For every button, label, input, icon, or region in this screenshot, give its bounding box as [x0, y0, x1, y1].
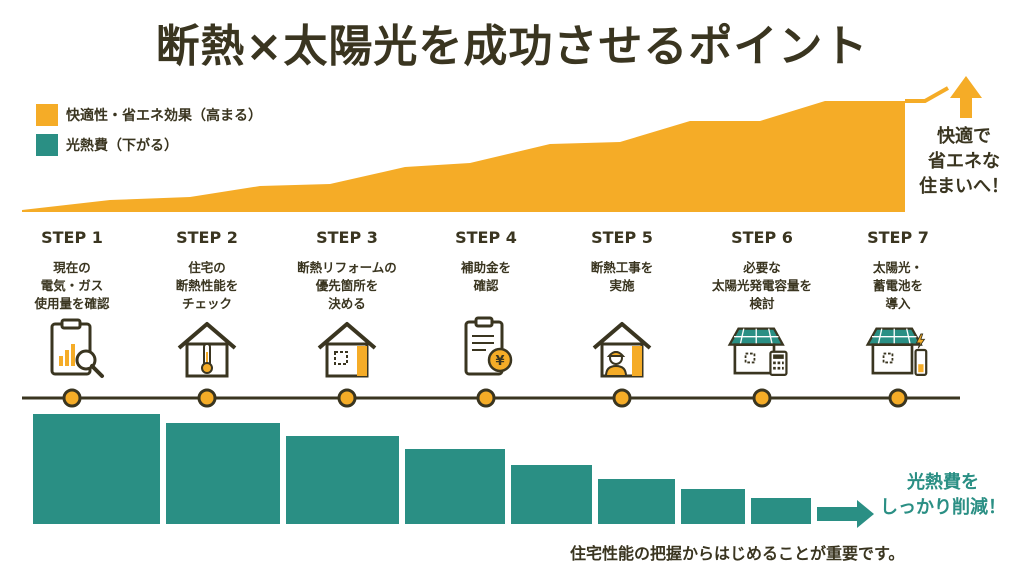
- clipboard-chart-icon: [50, 318, 104, 378]
- step-text: 太陽光・ 蓄電池を 導入: [872, 260, 923, 311]
- timeline-dot-4: [476, 388, 496, 408]
- cost-block-8: [751, 498, 811, 524]
- step-6: STEP 6 必要な 太陽光発電容量を 検討: [702, 228, 822, 313]
- house-insulation-icon: [317, 322, 377, 378]
- comfort-area: [22, 101, 905, 212]
- step-number: STEP 3: [316, 228, 378, 247]
- cost-message: 光熱費を しっかり削減！: [868, 470, 1018, 520]
- solar-house-calculator-icon: [727, 327, 788, 376]
- step-text: 必要な 太陽光発電容量を 検討: [711, 260, 812, 311]
- cost-block-4: [405, 449, 505, 524]
- timeline-dot-3: [337, 388, 357, 408]
- step-number: STEP 2: [176, 228, 238, 247]
- timeline-dot-7: [888, 388, 908, 408]
- step-3: STEP 3 断熱リフォームの 優先箇所を 決める: [287, 228, 407, 313]
- step-1: STEP 1 現在の 電気・ガス 使用量を確認: [12, 228, 132, 313]
- comfort-message-line-3: 住まいへ！: [919, 176, 1009, 197]
- timeline-dots: [62, 388, 908, 408]
- cost-block-5: [511, 465, 592, 524]
- step-number: STEP 5: [591, 228, 653, 247]
- cost-block-7: [681, 489, 745, 524]
- step-7: STEP 7 太陽光・ 蓄電池を 導入: [838, 228, 958, 313]
- house-thermometer-icon: [177, 322, 237, 378]
- svg-text:¥: ¥: [495, 354, 504, 369]
- step-number: STEP 1: [41, 228, 103, 247]
- comfort-message-line-2: 省エネな: [928, 151, 1000, 172]
- cost-message-line-1: 光熱費を: [907, 472, 979, 493]
- step-text: 補助金を 確認: [460, 260, 511, 293]
- comfort-message: 快適で 省エネな 住まいへ！: [904, 124, 1024, 199]
- cost-block-2: [166, 423, 280, 524]
- step-text: 断熱工事を 実施: [590, 260, 654, 293]
- timeline-dot-5: [612, 388, 632, 408]
- up-arrow-icon: [950, 76, 982, 118]
- step-text: 現在の 電気・ガス 使用量を確認: [34, 260, 110, 311]
- cost-message-line-2: しっかり削減！: [880, 497, 1006, 518]
- cost-block-1: [33, 414, 160, 524]
- cost-blocks: [33, 414, 811, 524]
- solar-house-battery-icon: [865, 327, 928, 376]
- step-number: STEP 4: [455, 228, 517, 247]
- legend-utility-cost: 光熱費（下がる）: [36, 134, 178, 156]
- timeline-dot-1: [62, 388, 82, 408]
- footer-note: 住宅性能の把握からはじめることが重要です。: [570, 544, 905, 563]
- trend-line: [905, 86, 949, 103]
- cost-block-6: [598, 479, 675, 524]
- legend-swatch-orange: [36, 104, 58, 126]
- step-number: STEP 7: [867, 228, 929, 247]
- comfort-message-line-1: 快適で: [937, 126, 991, 147]
- step-number: STEP 6: [731, 228, 793, 247]
- document-yen-icon: ¥: [464, 316, 513, 376]
- step-text: 断熱リフォームの 優先箇所を 決める: [297, 260, 397, 311]
- step-4: STEP 4 補助金を 確認: [426, 228, 546, 295]
- legend-label-utility-cost: 光熱費（下がる）: [66, 138, 178, 154]
- cost-block-3: [286, 436, 399, 524]
- step-text: 住宅の 断熱性能を チェック: [175, 260, 239, 311]
- right-arrow-icon: [817, 500, 874, 528]
- timeline-dot-6: [752, 388, 772, 408]
- page-title: 断熱×太陽光を成功させるポイント: [155, 21, 869, 72]
- legend-swatch-teal: [36, 134, 58, 156]
- step-2: STEP 2 住宅の 断熱性能を チェック: [147, 228, 267, 313]
- house-worker-icon: [592, 322, 652, 378]
- step-5: STEP 5 断熱工事を 実施: [562, 228, 682, 295]
- legend-label-comfort: 快適性・省エネ効果（高まる）: [66, 108, 262, 124]
- timeline-dot-2: [197, 388, 217, 408]
- legend-comfort: 快適性・省エネ効果（高まる）: [36, 104, 262, 126]
